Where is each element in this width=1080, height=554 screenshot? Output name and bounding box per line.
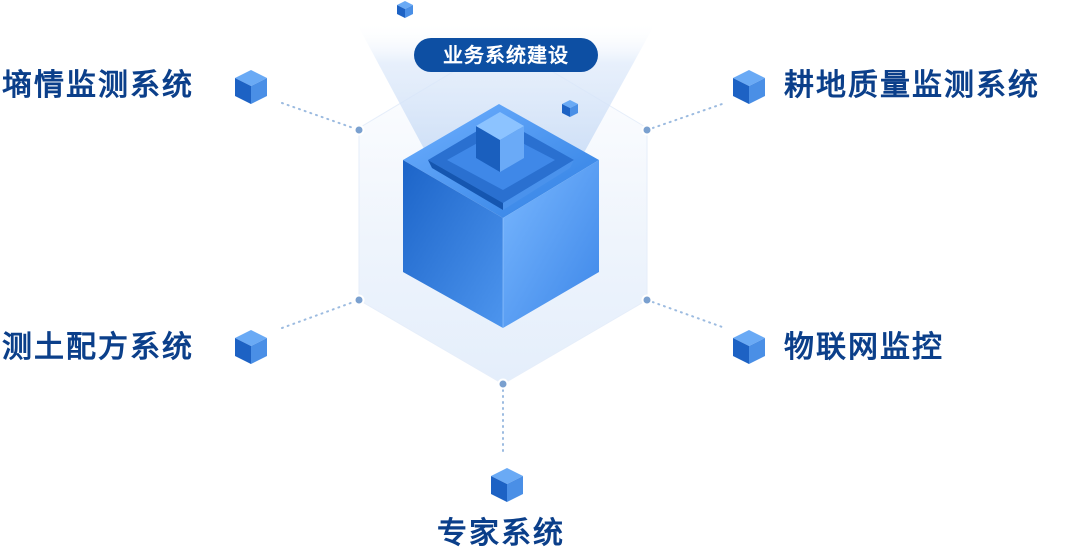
connector-top-right (646, 102, 726, 131)
vertex-dot (497, 378, 509, 390)
main-cube-recess-wall-right (503, 160, 574, 210)
vertex-dot (641, 294, 653, 306)
cube-icon (733, 70, 765, 104)
main-cube-pillar-right (500, 126, 524, 172)
connector-top-left (281, 102, 360, 131)
main-cube (403, 104, 599, 328)
main-cube-right (503, 160, 599, 328)
main-cube-pillar-left (476, 126, 500, 172)
floating-cube-beam (562, 100, 578, 117)
node-label-iot-monitoring: 物联网监控 (784, 330, 944, 365)
cube-icon (235, 70, 267, 104)
vertex-dot (353, 294, 365, 306)
main-cube-recess-wall-left (428, 160, 503, 210)
cube-icon (235, 330, 267, 364)
node-label-soil-testing: 测土配方系统 (2, 330, 194, 365)
node-label-soil-moisture: 墒情监测系统 (2, 68, 194, 103)
cube-icon (491, 468, 523, 502)
floating-cube-top (397, 1, 413, 18)
cube-icon (733, 330, 765, 364)
node-label-farmland-quality: 耕地质量监测系统 (784, 68, 1040, 103)
main-cube-pillar-top (476, 112, 524, 140)
node-label-expert-system: 专家系统 (437, 516, 565, 551)
vertex-dot (641, 124, 653, 136)
connector-lines (281, 102, 726, 456)
connector-bottom-right (646, 299, 726, 329)
vertex-dot (353, 124, 365, 136)
connector-bottom-left (281, 299, 360, 329)
center-title-badge: 业务系统建设 (414, 38, 598, 72)
main-cube-left (403, 160, 503, 328)
vertex-dots (353, 124, 653, 390)
